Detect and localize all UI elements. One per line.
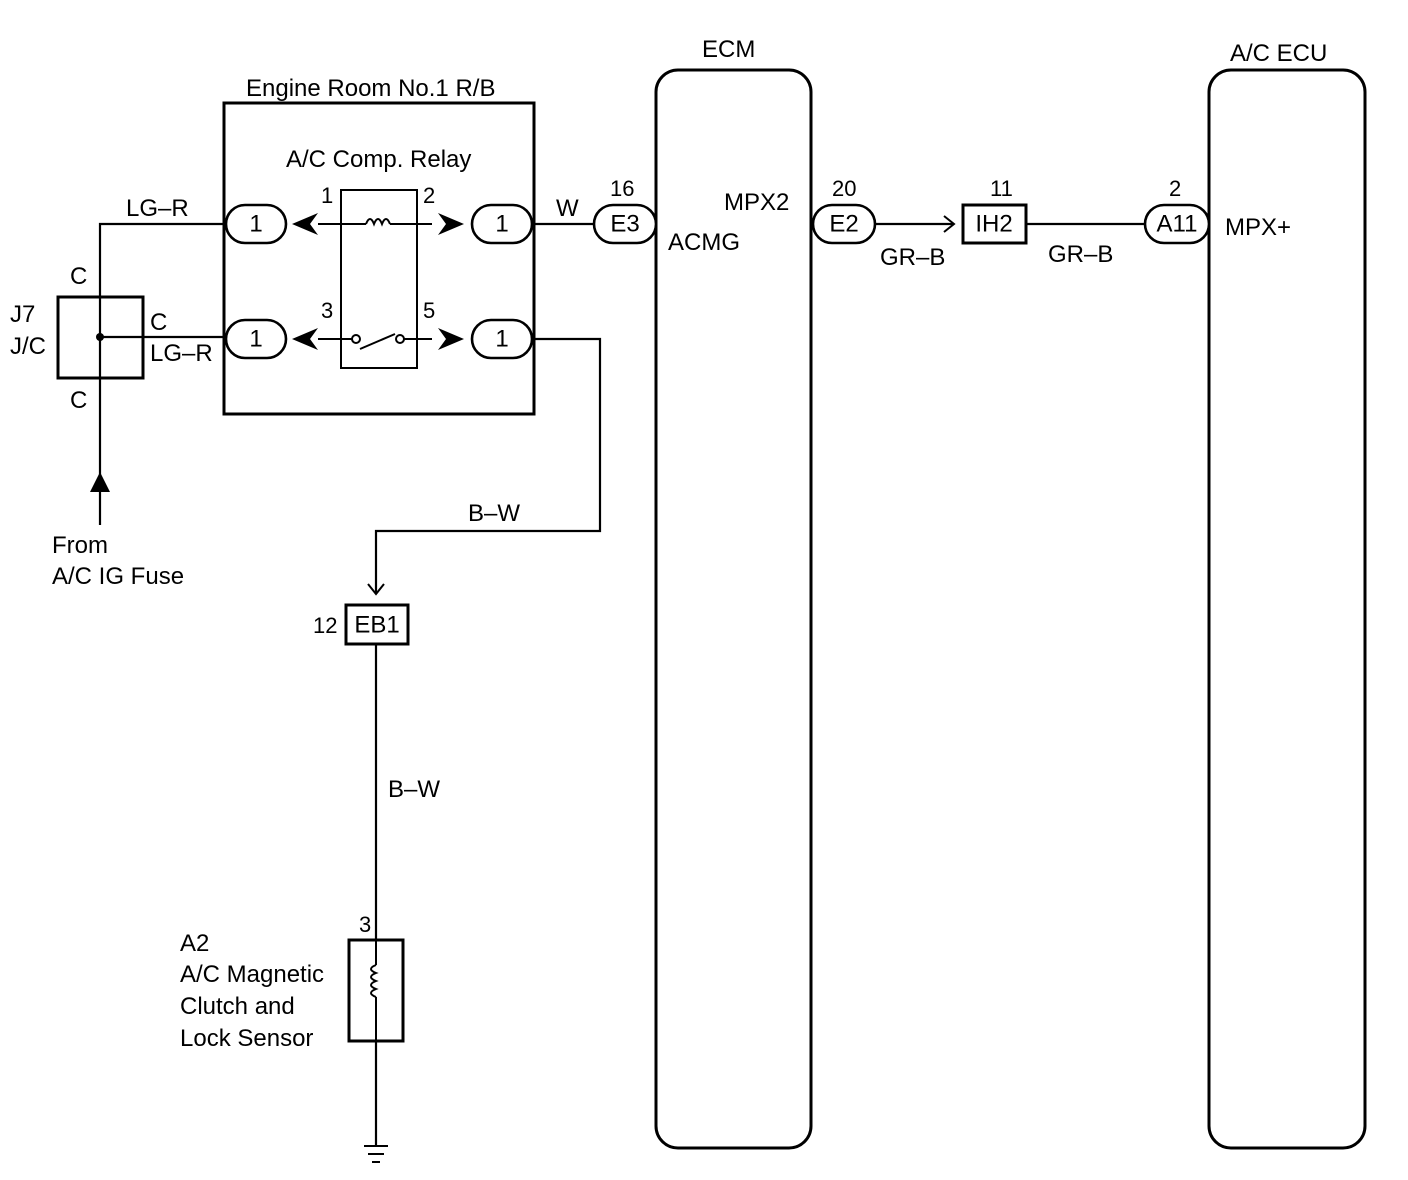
wire-label-w: W xyxy=(556,195,579,222)
ac-ecu: A/C ECU MPX+ A11 2 xyxy=(1143,40,1367,1150)
wire-label-lg-r-top: LG–R xyxy=(126,195,189,222)
relay-name: A/C Comp. Relay xyxy=(286,146,471,173)
ac-ecu-connector-a11 xyxy=(1143,203,1211,245)
ac-ecu-outline xyxy=(1207,68,1367,1150)
clutch-coil-icon xyxy=(370,964,379,998)
ecm-connector-e3-name: E3 xyxy=(610,211,639,238)
relay-pin-1: 1 xyxy=(321,183,333,208)
clutch-id: A2 xyxy=(180,930,209,957)
fuse-source-line2: A/C IG Fuse xyxy=(52,563,184,590)
relay-terminal-left-bottom xyxy=(224,318,288,360)
relay-pin-2: 2 xyxy=(423,183,435,208)
ecm-connector-e2-pin: 20 xyxy=(832,176,856,201)
wire-label-b-w-lower: B–W xyxy=(388,776,440,803)
relay-pin-5: 5 xyxy=(423,298,435,323)
ih2-arrow-icon xyxy=(943,215,956,233)
wire-label-gr-b-left: GR–B xyxy=(880,244,945,271)
clutch-pin: 3 xyxy=(359,912,371,937)
relay-arrow-pin2 xyxy=(438,213,464,235)
inline-ih2-pin: 11 xyxy=(990,176,1013,201)
relay-arrow-pin3 xyxy=(292,328,318,350)
wire-lg-r-top xyxy=(98,222,226,297)
ac-ecu-connector-a11-name: A11 xyxy=(1157,211,1198,238)
relay-terminal-label: 1 xyxy=(249,326,262,353)
eb1-arrow-icon xyxy=(367,583,385,596)
ecm-outline xyxy=(654,68,813,1150)
ecm-terminal-mpx2: MPX2 xyxy=(724,189,789,216)
clutch-line3: Lock Sensor xyxy=(180,1025,313,1052)
inline-eb1-name: EB1 xyxy=(354,612,399,639)
relay-arrow-pin1 xyxy=(292,213,318,235)
junction-name: J/C xyxy=(10,333,46,360)
relay-switch xyxy=(318,333,432,350)
relay-block-outline xyxy=(222,101,536,416)
junction-connector: J7 J/C C C C xyxy=(10,263,167,414)
ac-ecu-connector-a11-pin: 2 xyxy=(1169,176,1181,201)
junction-terminal-top: C xyxy=(70,263,87,290)
clutch-line2: Clutch and xyxy=(180,993,295,1020)
relay-block-title: Engine Room No.1 R/B xyxy=(246,75,495,102)
relay-arrow-pin5 xyxy=(438,328,464,350)
ecm-terminal-acmg: ACMG xyxy=(668,229,740,256)
relay-coil xyxy=(318,218,432,227)
clutch-component: 3 A2 A/C Magnetic Clutch and Lock Sensor xyxy=(180,912,405,1052)
fuse-arrow-icon xyxy=(90,472,110,492)
wire-label-lg-r-bottom: LG–R xyxy=(150,340,213,367)
ac-ecu-title: A/C ECU xyxy=(1230,40,1327,67)
ecm-connector-e3-pin: 16 xyxy=(610,176,634,201)
inline-eb1-pin: 12 xyxy=(313,613,337,638)
ecm-connector-e3 xyxy=(592,203,658,245)
ac-ecu-terminal: MPX+ xyxy=(1225,214,1291,241)
wire-label-gr-b-right: GR–B xyxy=(1048,241,1113,268)
relay-block: Engine Room No.1 R/B A/C Comp. Relay 1 2… xyxy=(222,75,536,416)
ecm-connector-e2-name: E2 xyxy=(829,211,858,238)
ecm: ECM ACMG MPX2 E3 16 E2 20 xyxy=(592,36,877,1150)
inline-ih2-name: IH2 xyxy=(975,211,1012,238)
junction-id: J7 xyxy=(10,301,35,328)
ground-icon xyxy=(364,1145,388,1163)
ecm-title: ECM xyxy=(702,36,755,63)
wire-b-w-upper xyxy=(374,337,602,594)
relay-pin-3: 3 xyxy=(321,298,333,323)
clutch-line1: A/C Magnetic xyxy=(180,961,324,988)
junction-terminal-bottom: C xyxy=(70,387,87,414)
junction-terminal-right: C xyxy=(150,309,167,336)
wire-label-b-w-upper: B–W xyxy=(468,500,520,527)
relay-symbol xyxy=(340,189,418,369)
relay-terminal-label: 1 xyxy=(249,211,262,238)
fuse-source-line1: From xyxy=(52,532,108,559)
relay-terminal-label: 1 xyxy=(495,326,508,353)
relay-terminal-label: 1 xyxy=(495,211,508,238)
